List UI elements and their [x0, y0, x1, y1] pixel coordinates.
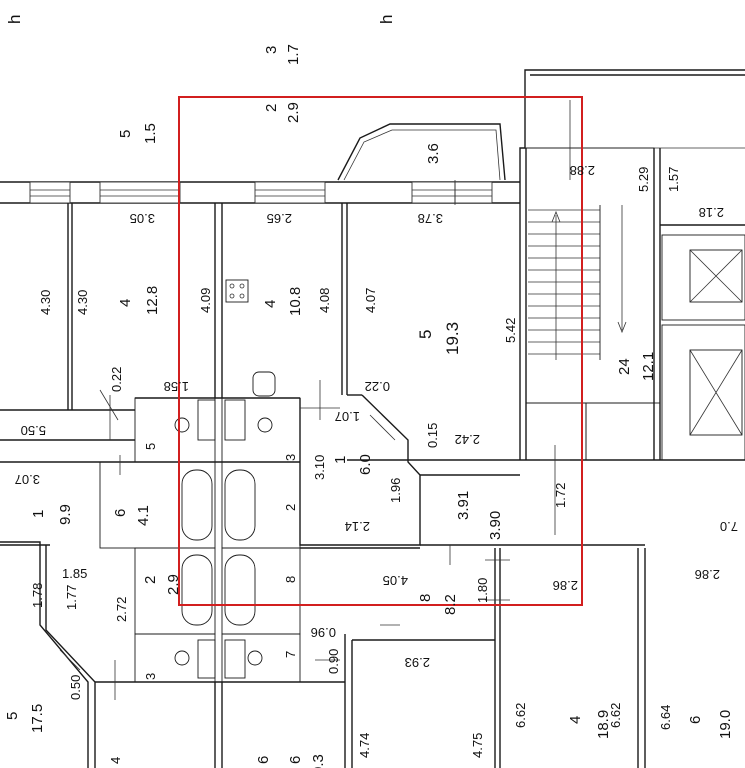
room-area: 2.9: [285, 102, 302, 123]
dimension: 1.72: [553, 483, 568, 508]
room-num: 6: [687, 716, 704, 724]
dimension: 2.42: [455, 432, 480, 447]
dimension: 4.08: [317, 288, 332, 313]
room-num: 5: [4, 712, 21, 720]
dimension: 3.10: [312, 455, 327, 480]
room-area: 2.9: [165, 574, 182, 595]
dimension: 7: [283, 651, 298, 658]
room-num: 24: [616, 358, 633, 375]
room-num: 8: [417, 594, 434, 602]
dimension: 2.18: [699, 205, 724, 220]
dimension: 0.22: [109, 367, 124, 392]
room-num: 1: [332, 456, 349, 464]
room-num: 3: [263, 46, 280, 54]
dimension: 2.72: [114, 597, 129, 622]
dimension: 3.78: [418, 211, 443, 226]
dimension: 0.22: [365, 379, 390, 394]
room-area: 17.5: [29, 704, 46, 733]
dimension: 4.75: [470, 733, 485, 758]
exterior-wall: [0, 69, 745, 204]
label-h2: h: [377, 15, 396, 24]
dimension: 0.50: [68, 675, 83, 700]
room-area: 12.8: [144, 286, 161, 315]
room-num: 2: [263, 104, 280, 112]
dimension: 1.85: [62, 566, 87, 581]
room-area: 18.9: [595, 710, 612, 739]
interior-walls: [0, 147, 745, 768]
dimension: 6.62: [513, 703, 528, 728]
dimension: 3: [283, 454, 298, 461]
dimension: 3.6: [425, 143, 442, 164]
dimension: 1.58: [164, 379, 189, 394]
fixtures: [174, 279, 276, 679]
dimension: 7.0: [720, 519, 738, 534]
dimension: 5.29: [636, 167, 651, 192]
dimension: 4.30: [75, 290, 90, 315]
dimension: 1.78: [30, 583, 45, 608]
dimension: 4.07: [363, 288, 378, 313]
dimension: 2.86: [695, 567, 720, 582]
dimension: 1.57: [666, 167, 681, 192]
dimension: 1.77: [64, 585, 79, 610]
dimension: 1.80: [475, 578, 490, 603]
dimension: 4.30: [38, 290, 53, 315]
dimension: 4.05: [383, 573, 408, 588]
room-area: 6.0: [357, 454, 374, 475]
dimension: 3.90: [487, 511, 504, 540]
dimension: 0.90: [326, 649, 341, 674]
room-num: 2: [142, 576, 159, 584]
room-num: 6: [112, 509, 129, 517]
dimension: 2.65: [267, 211, 292, 226]
stair-treads: [528, 205, 627, 360]
room-num: 1: [30, 510, 47, 518]
dimension: 4.74: [357, 733, 372, 758]
room-area: 1.5: [142, 123, 159, 144]
room-area: 1.7: [285, 44, 302, 65]
room-num: 4: [262, 300, 279, 308]
labels: h h 3 1.7 2 2.9 5 1.5 3.6 3.05 2.65 3.78…: [4, 15, 738, 768]
room-num: 4: [567, 716, 584, 724]
dimension: 0.15: [425, 423, 440, 448]
dimension: 3.05: [130, 211, 155, 226]
dimension: 2.88: [570, 163, 595, 178]
dimension: 1.96: [388, 478, 403, 503]
dimension: 8: [283, 576, 298, 583]
dimension: 5.50: [21, 423, 46, 438]
room-area: 12.1: [640, 352, 657, 381]
dimension: 3: [143, 673, 158, 680]
dimension: 2.93: [405, 655, 430, 670]
room-area: 9.9: [57, 504, 74, 525]
room-area: 4.1: [135, 505, 152, 526]
dimension: 4: [108, 757, 123, 764]
dimension: 6.62: [608, 703, 623, 728]
dimension: 3.91: [455, 491, 472, 520]
room-area: 10.8: [287, 287, 304, 316]
room-num: 5: [416, 330, 435, 339]
highlight-box: [178, 96, 583, 606]
dimension: 5: [143, 443, 158, 450]
dimension: 0.96: [311, 625, 336, 640]
room-num: 6: [287, 756, 304, 764]
room-area: 19.0: [717, 710, 734, 739]
room-num: 5: [117, 130, 134, 138]
label-h1: h: [5, 15, 24, 24]
dimension-ticks: [59, 100, 571, 700]
room-num: 6: [255, 756, 272, 764]
dimension: 5.42: [503, 318, 518, 343]
room-area: 8.2: [442, 594, 459, 615]
dimension: 3.07: [15, 472, 40, 487]
room-area: 0.3: [310, 754, 327, 768]
dimension: 1.07: [335, 409, 360, 424]
room-area: 19.3: [443, 322, 462, 355]
room-num: 4: [117, 299, 134, 307]
dimension: 2.86: [553, 578, 578, 593]
dimension: 6.64: [658, 705, 673, 730]
dimension: 2.14: [345, 519, 370, 534]
dimension: 4.09: [198, 288, 213, 313]
dimension: 2: [283, 504, 298, 511]
